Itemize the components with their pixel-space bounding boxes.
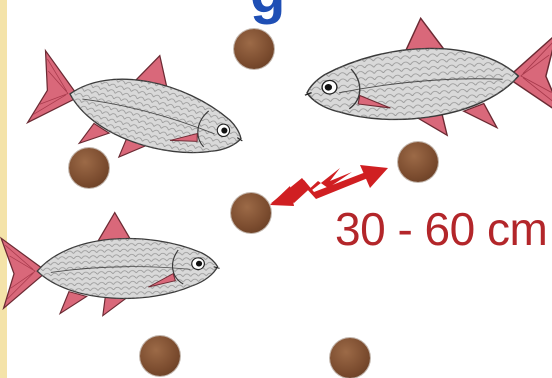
fish-icon <box>25 29 258 186</box>
distance-label: 30 - 60 cm <box>335 206 547 252</box>
double-arrow-icon <box>270 165 388 206</box>
fish-icon <box>300 9 552 145</box>
fish-icon <box>0 209 221 319</box>
